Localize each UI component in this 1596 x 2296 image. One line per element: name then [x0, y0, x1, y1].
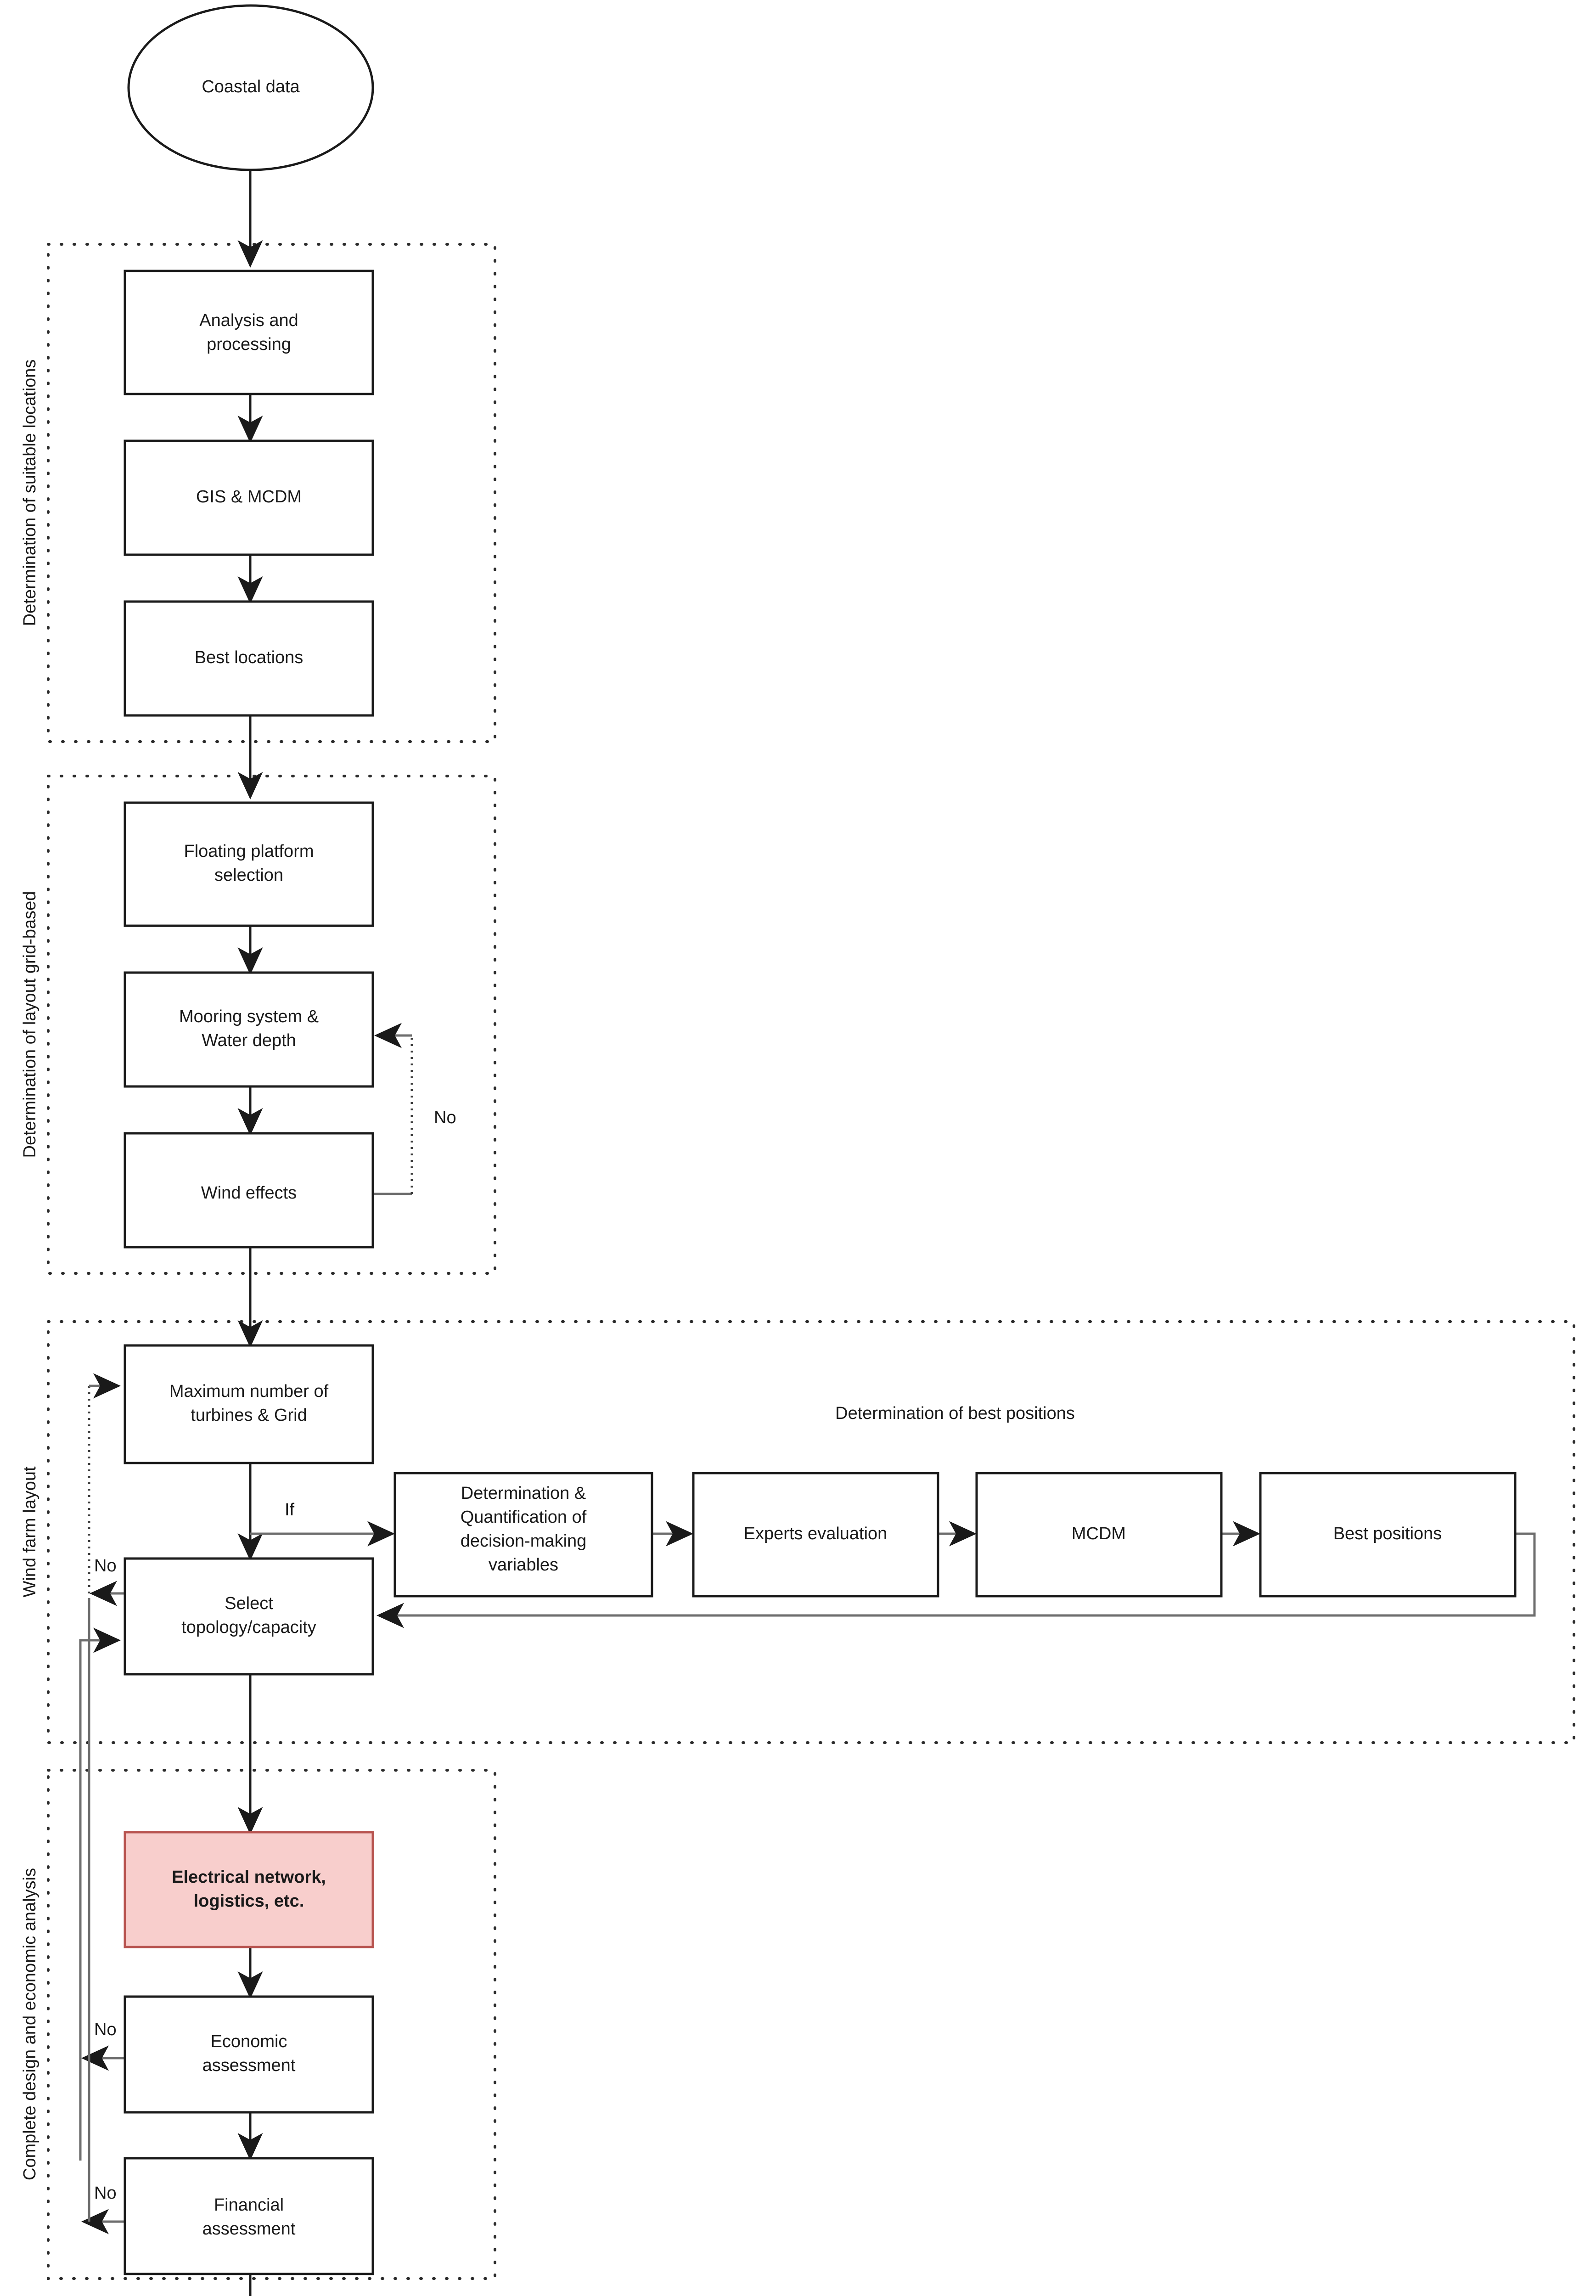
- group-box-layout-grid: [47, 775, 496, 1275]
- node-determination-quantification-variables[interactable]: [393, 1472, 653, 1598]
- node-gis-mcdm[interactable]: [124, 439, 374, 556]
- node-label-analysis-line1: Analysis and: [199, 311, 298, 330]
- node-maximum-number-turbines-grid[interactable]: [124, 1344, 374, 1464]
- node-label-experts-evaluation: Experts evaluation: [744, 1524, 888, 1543]
- node-label-financial-line1: Financial: [214, 2195, 284, 2215]
- edge-label-if: If: [285, 1500, 295, 1519]
- node-label-economic-line1: Economic: [211, 2032, 287, 2051]
- node-label-determination-line3: decision-making: [461, 1531, 587, 1551]
- node-mcdm[interactable]: [975, 1472, 1223, 1598]
- node-analysis-and-processing[interactable]: [124, 270, 374, 395]
- node-label-determination-line2: Quantification of: [461, 1508, 587, 1527]
- node-label-electrical-line1: Electrical network,: [172, 1868, 326, 1887]
- node-label-financial-line2: assessment: [202, 2219, 296, 2239]
- node-label-determination-line1: Determination &: [461, 1484, 586, 1503]
- node-label-max-turbines-line1: Maximum number of: [169, 1382, 329, 1401]
- node-label-mooring-line1: Mooring system &: [179, 1007, 319, 1026]
- node-label-wind-effects: Wind effects: [201, 1183, 297, 1203]
- group-label-wind-farm-layout: Wind farm layout: [20, 1466, 39, 1598]
- group-label-complete-design: Complete design and economic analysis: [20, 1868, 39, 2180]
- node-label-best-positions: Best positions: [1333, 1524, 1442, 1543]
- node-economic-assessment[interactable]: [124, 1995, 374, 2114]
- edge-label-no-financial: No: [94, 2183, 117, 2203]
- node-electrical-network-logistics[interactable]: [124, 1831, 374, 1948]
- node-label-economic-line2: assessment: [202, 2056, 296, 2075]
- node-coastal-data[interactable]: [127, 4, 374, 171]
- section-title-best-positions: Determination of best positions: [835, 1404, 1075, 1423]
- node-label-platform-line1: Floating platform: [184, 842, 314, 861]
- node-label-select-line1: Select: [225, 1594, 273, 1613]
- node-floating-platform-selection[interactable]: [124, 801, 374, 927]
- group-label-layout-grid: Determination of layout grid-based: [20, 891, 39, 1158]
- edge-assessment-return-into-select: [79, 1627, 121, 2161]
- node-financial-assessment[interactable]: [124, 2157, 374, 2275]
- node-best-locations[interactable]: [124, 600, 374, 717]
- node-mooring-system-water-depth[interactable]: [124, 971, 374, 1088]
- group-box-wind-farm-layout: [47, 1320, 1575, 1744]
- node-label-electrical-line2: logistics, etc.: [194, 1891, 304, 1911]
- edge-label-no-economic: No: [94, 2020, 117, 2039]
- node-label-determination-line4: variables: [489, 1555, 558, 1575]
- node-label-mooring-line2: Water depth: [202, 1031, 296, 1050]
- node-select-topology-capacity[interactable]: [124, 1557, 374, 1676]
- node-label-max-turbines-line2: turbines & Grid: [191, 1406, 307, 1425]
- node-experts-evaluation[interactable]: [692, 1472, 939, 1598]
- node-label-coastal-data: Coastal data: [202, 77, 300, 96]
- node-label-mcdm: MCDM: [1072, 1524, 1126, 1543]
- edge-best-positions-to-select-loop: [377, 1532, 1536, 1628]
- node-label-analysis-line2: processing: [207, 335, 291, 354]
- node-label-best-locations: Best locations: [195, 648, 303, 667]
- node-wind-effects[interactable]: [124, 1132, 374, 1249]
- node-best-positions[interactable]: [1259, 1472, 1517, 1598]
- node-label-platform-line2: selection: [214, 866, 283, 885]
- node-label-select-line2: topology/capacity: [181, 1618, 316, 1637]
- group-label-suitable-locations: Determination of suitable locations: [20, 360, 39, 626]
- group-box-suitable-locations: [47, 243, 496, 743]
- edge-label-no-wind-effects: No: [434, 1108, 456, 1127]
- edge-label-no-select-topology: No: [94, 1556, 117, 1576]
- node-label-gis-mcdm: GIS & MCDM: [196, 487, 302, 506]
